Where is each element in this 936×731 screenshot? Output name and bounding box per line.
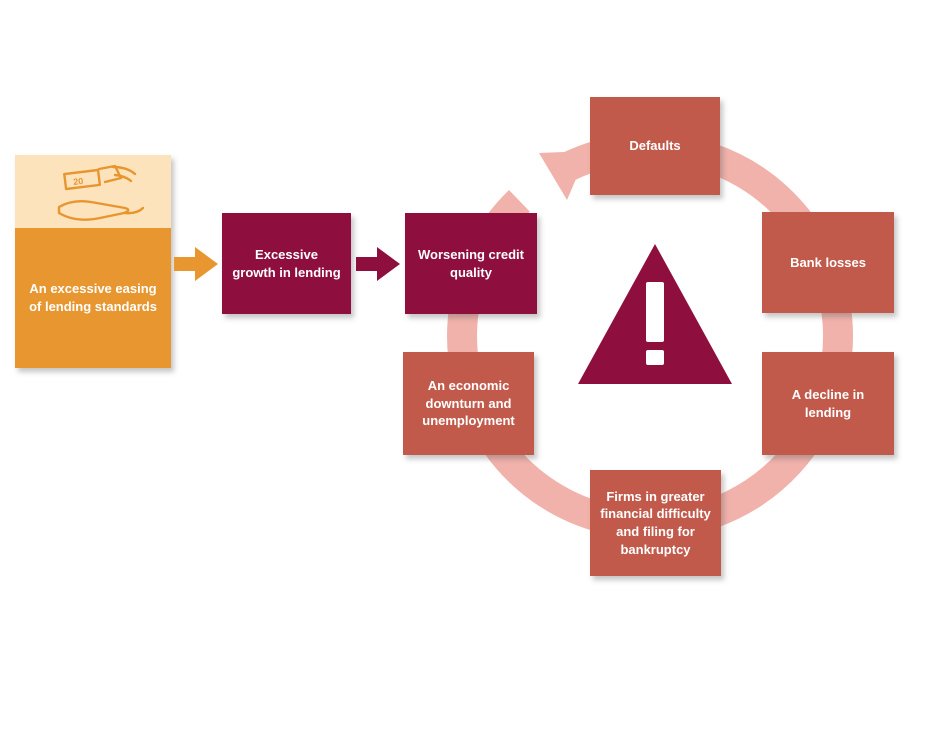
cycle-item-defaults-label: Defaults: [629, 138, 681, 154]
cycle-item-defaults: Defaults: [590, 97, 720, 195]
step-easing-of-lending-standards: 20 An excessive easing of lending standa…: [15, 155, 171, 368]
money-handover-icon: 20: [57, 164, 145, 221]
warning-triangle-icon: [578, 244, 732, 384]
step-easing-label: An excessive easing of lending standards: [29, 280, 157, 314]
cycle-item-downturn-label: An economic downturn and unemployment: [422, 378, 515, 429]
icon-area: 20: [15, 155, 171, 228]
cycle-item-firms-label: Firms in greater financial difficulty an…: [600, 488, 711, 557]
cycle-item-decline-in-lending: A decline in lending: [762, 352, 894, 455]
cycle-item-decline-label: A decline in lending: [791, 386, 865, 420]
arrow-right-icon-maroon: [356, 247, 400, 281]
step-excessive-growth-label: Excessive growth in lending: [232, 246, 341, 280]
cycle-item-economic-downturn: An economic downturn and unemployment: [403, 352, 534, 455]
banknote-value-label: 20: [73, 175, 84, 186]
cycle-item-firms-bankruptcy: Firms in greater financial difficulty an…: [590, 470, 721, 576]
arrow-right-icon-orange: [174, 247, 218, 281]
cycle-item-bank-losses-label: Bank losses: [790, 254, 866, 270]
cycle-item-bank-losses: Bank losses: [762, 212, 894, 313]
step-worsening-credit-quality: Worsening credit quality: [405, 213, 537, 314]
step-excessive-growth: Excessive growth in lending: [222, 213, 351, 314]
step-worsening-label: Worsening credit quality: [418, 246, 524, 280]
cycle-arrowhead-icon: [539, 151, 588, 200]
